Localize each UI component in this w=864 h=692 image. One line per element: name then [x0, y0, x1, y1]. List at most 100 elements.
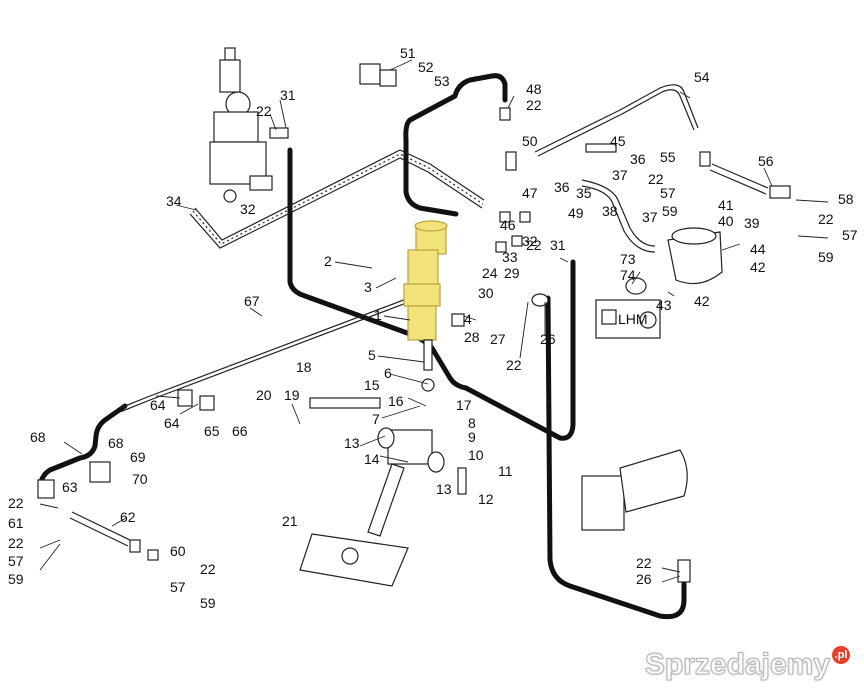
label-41: 41 [718, 197, 734, 213]
label-68-b: 68 [108, 435, 124, 451]
pedal-assembly [299, 339, 467, 587]
label-31-b: 31 [550, 237, 566, 253]
label-57-c: 57 [8, 553, 24, 569]
pipe-right-down [545, 295, 687, 620]
pipe-left-hose [37, 403, 128, 493]
watermark-text: Sprzedajemy [644, 648, 830, 682]
watermark-badge: .pl [832, 646, 850, 664]
label-50: 50 [522, 133, 538, 149]
reservoir-and-fittings [37, 63, 791, 583]
label-32-b: 32 [522, 233, 538, 249]
line-54-b [537, 89, 695, 157]
label-54: 54 [694, 69, 710, 85]
label-63: 63 [62, 479, 78, 495]
label-51: 51 [400, 45, 416, 61]
label-36-b: 36 [554, 179, 570, 195]
label-57-a: 57 [660, 185, 676, 201]
line-38 [581, 179, 656, 247]
label-36-a: 36 [630, 151, 646, 167]
label-22-i: 22 [200, 561, 216, 577]
label-22-c: 22 [526, 237, 542, 253]
label-32-a: 32 [240, 201, 256, 217]
label-28: 28 [464, 329, 480, 345]
label-22-j: 22 [636, 555, 652, 571]
pipe-main-loop [287, 147, 576, 441]
line-56 [711, 163, 769, 189]
label-27: 27 [490, 331, 506, 347]
label-9: 9 [468, 429, 476, 445]
label-70: 70 [132, 471, 148, 487]
label-55: 55 [660, 149, 676, 165]
label-60: 60 [170, 543, 186, 559]
label-48: 48 [526, 81, 542, 97]
label-13b: 13 [436, 481, 452, 497]
label-30: 30 [478, 285, 494, 301]
label-47: 47 [522, 185, 538, 201]
label-16: 16 [388, 393, 404, 409]
label-7: 7 [372, 411, 380, 427]
part-labels: 1 2 3 4 5 6 7 8 9 10 11 12 13 13 14 15 1… [8, 45, 858, 611]
label-8: 8 [468, 415, 476, 431]
rigid-lines [69, 84, 769, 547]
label-43: 43 [656, 297, 672, 313]
label-22-d: 22 [506, 357, 522, 373]
label-40: 40 [718, 213, 734, 229]
label-67: 67 [244, 293, 260, 309]
label-52: 52 [418, 59, 434, 75]
line-67 [119, 289, 431, 409]
line-62 [71, 511, 131, 541]
label-59-b: 59 [818, 249, 834, 265]
pipe-top-loop [403, 73, 508, 217]
label-56: 56 [758, 153, 774, 169]
label-74: 74 [620, 267, 636, 283]
leader-lines [39, 59, 829, 583]
label-59-c: 59 [8, 571, 24, 587]
label-10: 10 [468, 447, 484, 463]
line-56-b [709, 169, 767, 195]
label-34: 34 [166, 193, 182, 209]
label-4: 4 [464, 311, 472, 327]
label-42-b: 42 [694, 293, 710, 309]
label-14: 14 [364, 451, 380, 467]
label-26-a: 26 [540, 331, 556, 347]
label-57-d: 57 [170, 579, 186, 595]
label-22-b: 22 [526, 97, 542, 113]
line-62-b [69, 517, 129, 547]
label-62: 62 [120, 509, 136, 525]
label-49: 49 [568, 205, 584, 221]
line-67-b [119, 293, 431, 413]
label-17: 17 [456, 397, 472, 413]
label-58: 58 [838, 191, 854, 207]
label-59-d: 59 [200, 595, 216, 611]
label-35: 35 [576, 185, 592, 201]
label-73: 73 [620, 251, 636, 267]
label-19: 19 [284, 387, 300, 403]
label-69: 69 [130, 449, 146, 465]
label-65: 65 [204, 423, 220, 439]
label-59-a: 59 [662, 203, 678, 219]
label-5: 5 [368, 347, 376, 363]
label-6: 6 [384, 365, 392, 381]
label-33: 33 [502, 249, 518, 265]
label-29: 29 [504, 265, 520, 281]
label-24: 24 [482, 265, 498, 281]
label-68-a: 68 [30, 429, 46, 445]
label-64-a: 64 [150, 397, 166, 413]
label-15: 15 [364, 377, 380, 393]
label-57-b: 57 [842, 227, 858, 243]
label-22-f: 22 [818, 211, 834, 227]
label-13a: 13 [344, 435, 360, 451]
label-61: 61 [8, 515, 24, 531]
label-1: 1 [374, 307, 382, 323]
label-66: 66 [232, 423, 248, 439]
label-64-b: 64 [164, 415, 180, 431]
label-31-a: 31 [280, 87, 296, 103]
label-22-e: 22 [648, 171, 664, 187]
label-46: 46 [500, 217, 516, 233]
hydraulic-pipes [37, 73, 687, 620]
braided-hose-34 [189, 149, 485, 249]
main-valve-highlighted [403, 220, 448, 341]
label-45: 45 [610, 133, 626, 149]
label-26-b: 26 [636, 571, 652, 587]
